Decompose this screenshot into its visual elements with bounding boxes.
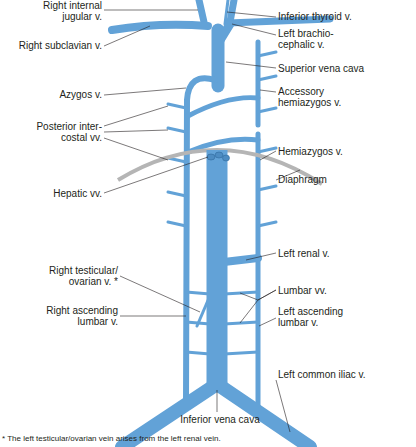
vein-label: Accessory hemiazygos v. [278, 86, 358, 108]
vein-label: Inferior vena cava [150, 414, 290, 425]
vein-label: Inferior thyroid v. [278, 11, 398, 22]
vein-label: Posterior inter-costal vv. [20, 121, 102, 143]
vein-label: Right ascending lumbar v. [20, 305, 118, 327]
vein-label: Superior vena cava [278, 63, 398, 74]
vein-label: Hepatic vv. [20, 188, 102, 199]
vein-label: Right testicular/ ovarian v. * [20, 265, 118, 287]
vein-label: Left renal v. [278, 248, 398, 259]
vein-label: Azygos v. [20, 89, 102, 100]
vein-label: Left brachio-cephalic v. [278, 28, 350, 50]
vein-label: Right internal jugular v. [20, 0, 102, 22]
structure-label: Diaphragm [278, 174, 398, 185]
footnote: * The left testicular/ovarian vein arise… [2, 434, 414, 443]
vein-label: Right subclavian v. [4, 40, 102, 51]
vein-label: Left common iliac v. [278, 369, 368, 380]
vein-label: Lumbar vv. [278, 285, 398, 296]
vein-label: Hemiazygos v. [278, 146, 398, 157]
vein-label: Left ascending lumbar v. [278, 306, 368, 328]
